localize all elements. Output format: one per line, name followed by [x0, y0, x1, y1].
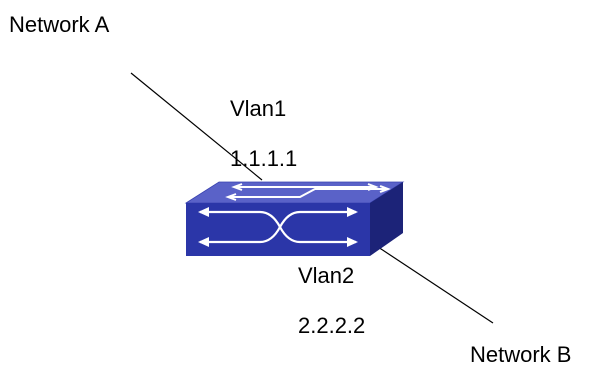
- switch-side-face: [370, 182, 403, 256]
- switch-front-arrows: [200, 210, 356, 244]
- vlan2-label: Vlan2: [298, 263, 355, 288]
- vlan1-label: Vlan1: [230, 96, 287, 121]
- vlan1-ip: 1.1.1.1: [230, 146, 298, 171]
- link-network-b: [371, 242, 494, 324]
- link-network-a: [130, 72, 263, 181]
- switch-arrowheads: [198, 207, 358, 247]
- switch-top-arrows: [225, 183, 391, 201]
- network-a-label: Network A: [9, 12, 110, 37]
- switch-icon: [184, 181, 405, 256]
- vlan2-ip: 2.2.2.2: [298, 313, 366, 338]
- network-b-label: Network B: [470, 342, 572, 367]
